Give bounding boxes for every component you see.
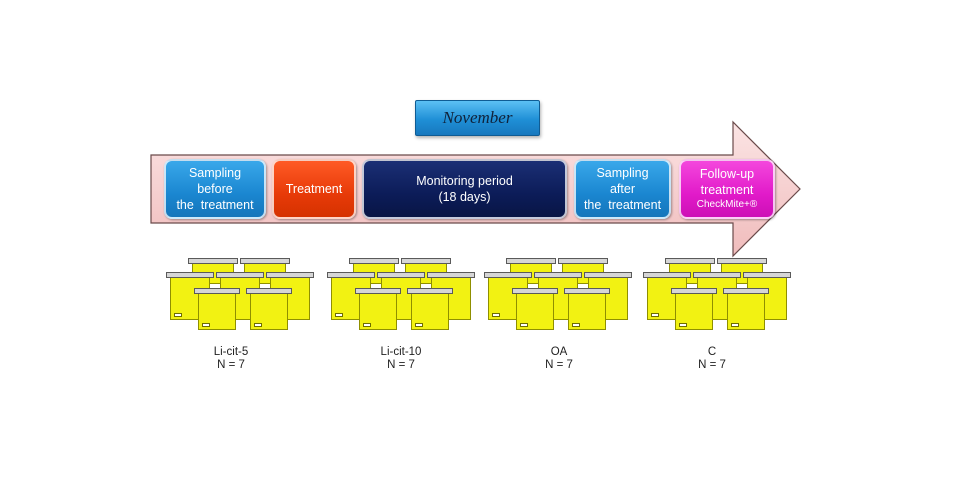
step-line: (18 days)	[438, 190, 491, 204]
hive-entrance	[254, 323, 262, 327]
group-label-li-cit-5: Li-cit-5 N = 7	[186, 346, 276, 372]
step-line: Sampling	[596, 166, 649, 180]
beehive-lid	[246, 288, 292, 294]
step-line: after	[609, 182, 635, 196]
beehive-lid	[693, 272, 741, 278]
group-label-li-cit-10: Li-cit-10 N = 7	[356, 346, 446, 372]
beehive-body	[516, 293, 554, 330]
beehive-lid	[484, 272, 532, 278]
month-label: November	[415, 100, 540, 136]
hive-entrance	[731, 323, 739, 327]
beehive-body	[675, 293, 713, 330]
beehive-lid	[584, 272, 632, 278]
step-line: the treatment	[583, 198, 662, 212]
hive-entrance	[174, 313, 182, 317]
step-line: treatment	[700, 183, 754, 197]
step-line: the treatment	[176, 198, 254, 212]
beehive-body	[411, 293, 449, 330]
beehive-body	[727, 293, 765, 330]
beehive-lid	[166, 272, 214, 278]
hive-entrance	[492, 313, 500, 317]
group-name: C	[707, 346, 717, 358]
group-name: Li-cit-5	[213, 346, 249, 358]
beehive-lid	[671, 288, 717, 294]
hive-entrance	[572, 323, 580, 327]
hive-entrance	[520, 323, 528, 327]
step-line: Treatment	[285, 182, 343, 196]
hive-entrance	[202, 323, 210, 327]
beehive-lid	[643, 272, 691, 278]
beehive-lid	[401, 258, 451, 264]
group-label-c: C N = 7	[667, 346, 757, 372]
beehive-lid	[506, 258, 556, 264]
hive-entrance	[651, 313, 659, 317]
beehive-lid	[266, 272, 314, 278]
beehive-lid	[240, 258, 290, 264]
group-count: N = 7	[387, 359, 415, 371]
beehive-lid	[377, 272, 425, 278]
beehive-lid	[717, 258, 767, 264]
group-count: N = 7	[698, 359, 726, 371]
beehive-lid	[564, 288, 610, 294]
beehive-lid	[327, 272, 375, 278]
group-name: OA	[550, 346, 568, 358]
beehive-lid	[723, 288, 769, 294]
beehive-lid	[512, 288, 558, 294]
beehive-lid	[188, 258, 238, 264]
beehive-lid	[427, 272, 475, 278]
hive-group-c	[643, 258, 793, 330]
step-sub-label: CheckMite+®	[696, 199, 758, 210]
step-line: before	[197, 182, 233, 196]
beehive-lid	[194, 288, 240, 294]
step-monitoring-period: Monitoring period (18 days)	[362, 159, 567, 219]
hive-group-li-cit-5	[166, 258, 316, 330]
group-count: N = 7	[545, 359, 573, 371]
beehive-lid	[355, 288, 401, 294]
beehive-lid	[534, 272, 582, 278]
step-line: Monitoring period	[416, 174, 513, 188]
group-name: Li-cit-10	[380, 346, 422, 358]
step-treatment: Treatment	[272, 159, 356, 219]
beehive-body	[568, 293, 606, 330]
beehive-body	[250, 293, 288, 330]
beehive-lid	[349, 258, 399, 264]
step-sampling-before: Sampling before the treatment	[164, 159, 266, 219]
hive-entrance	[679, 323, 687, 327]
hive-entrance	[335, 313, 343, 317]
beehive-lid	[665, 258, 715, 264]
hive-entrance	[415, 323, 423, 327]
hive-entrance	[363, 323, 371, 327]
beehive-lid	[407, 288, 453, 294]
step-line: Follow-up	[699, 167, 755, 181]
beehive-body	[359, 293, 397, 330]
group-count: N = 7	[217, 359, 245, 371]
hive-group-li-cit-10	[327, 258, 477, 330]
beehive-lid	[558, 258, 608, 264]
step-follow-up-treatment: Follow-up treatment CheckMite+®	[679, 159, 775, 219]
group-label-oa: OA N = 7	[514, 346, 604, 372]
step-line: Sampling	[188, 166, 242, 180]
beehive-lid	[743, 272, 791, 278]
beehive-lid	[216, 272, 264, 278]
step-sampling-after: Sampling after the treatment	[574, 159, 671, 219]
hive-group-oa	[484, 258, 634, 330]
beehive-body	[198, 293, 236, 330]
